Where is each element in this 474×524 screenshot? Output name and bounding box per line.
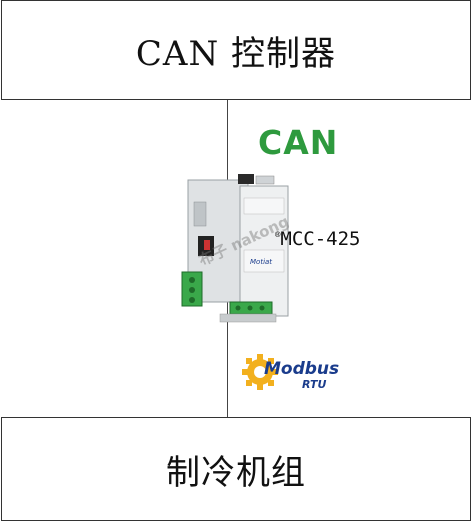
gateway-device-image: Motiat — [181, 174, 289, 323]
can-logo: CAN — [258, 123, 339, 162]
device-model-label: ®MCC-425 — [275, 228, 361, 250]
svg-text:Motiat: Motiat — [250, 258, 272, 266]
can-controller-box: CAN 控制器 — [1, 0, 471, 100]
chiller-unit-box: 制冷机组 — [1, 417, 471, 521]
chiller-unit-label: 制冷机组 — [166, 452, 306, 493]
device-model-text: MCC-425 — [280, 228, 361, 250]
gear-icon — [242, 354, 278, 390]
can-controller-label: CAN 控制器 — [135, 33, 337, 74]
modbus-rtu-logo: Modbus RTU — [242, 354, 339, 391]
modbus-text: Modbus — [264, 359, 339, 379]
rtu-text: RTU — [302, 378, 326, 391]
